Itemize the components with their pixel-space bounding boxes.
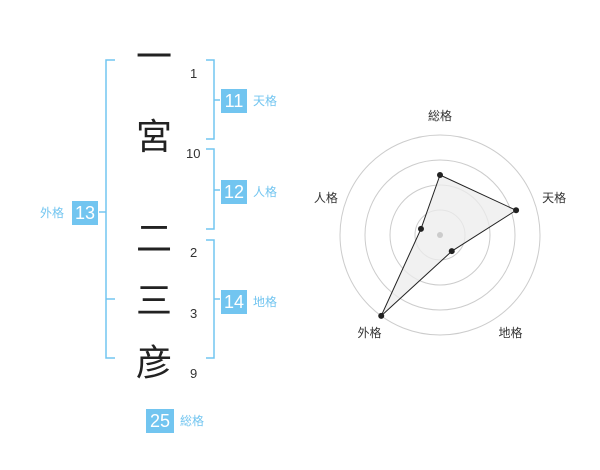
soukaku-label: 総格 bbox=[180, 414, 205, 428]
name-char-4: 三 bbox=[135, 281, 172, 322]
radar-point-2 bbox=[513, 207, 520, 214]
tenkaku-label: 天格 bbox=[253, 94, 278, 108]
stroke-count-5: 9 bbox=[190, 366, 198, 381]
radar-point-1 bbox=[437, 172, 443, 178]
stroke-count-1: 1 bbox=[190, 66, 198, 81]
stroke-count-3: 2 bbox=[190, 245, 198, 260]
chikaku-value-badge: 14 bbox=[221, 290, 247, 314]
gaikaku-label: 外格 bbox=[40, 206, 65, 220]
radar-ring bbox=[339, 134, 541, 336]
gaikaku-value-badge: 13 bbox=[72, 201, 98, 225]
soukaku-value-badge: 25 bbox=[146, 409, 174, 433]
name-char-5: 彦 bbox=[135, 343, 172, 384]
radar-ring bbox=[364, 159, 516, 311]
jinkaku-value-badge: 12 bbox=[221, 180, 247, 204]
radar-point-4 bbox=[378, 312, 385, 319]
chikaku-label: 地格 bbox=[253, 295, 278, 309]
name-char-3: 二 bbox=[135, 219, 172, 260]
radar-axis-label-2: 天格 bbox=[542, 191, 567, 206]
radar-series-area bbox=[380, 174, 518, 317]
tenkaku-value-badge: 11 bbox=[221, 89, 247, 113]
radar-axis-label-3: 地格 bbox=[498, 325, 523, 340]
radar-point-3 bbox=[448, 248, 455, 255]
radar-center-dot bbox=[437, 232, 443, 238]
radar-axis-label-5: 人格 bbox=[313, 191, 338, 206]
name-char-2: 宮 bbox=[135, 117, 172, 158]
radar-point-5 bbox=[417, 225, 424, 232]
stroke-count-4: 3 bbox=[190, 306, 198, 321]
jinkaku-label: 人格 bbox=[253, 185, 278, 199]
stroke-count-2: 10 bbox=[186, 146, 201, 161]
radar-axis-label-4: 外格 bbox=[357, 325, 382, 340]
radar-axis-label-1: 総格 bbox=[428, 108, 453, 123]
name-char-1: 一 bbox=[135, 37, 172, 78]
